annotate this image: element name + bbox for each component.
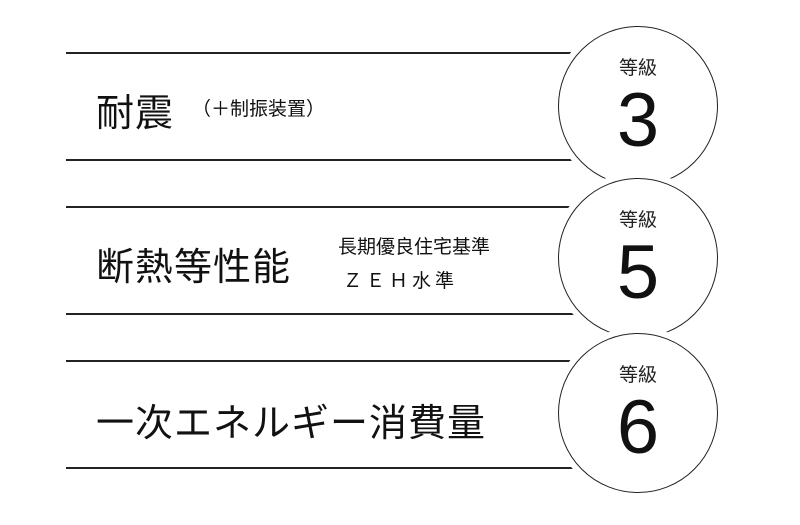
insulation-note-1: 長期優良住宅基準 <box>338 236 491 258</box>
grade-badge-insulation: 等級 5 <box>558 178 718 338</box>
insulation-title: 断熱等性能 <box>96 245 292 289</box>
grade-badge-energy: 等級 6 <box>558 333 718 493</box>
divider-line <box>66 159 606 161</box>
insulation-note-2: ＺＥＨ水準 <box>343 270 459 292</box>
grade-value: 6 <box>616 385 660 470</box>
divider-line <box>66 206 606 208</box>
grade-label: 等級 <box>618 57 657 79</box>
grade-label: 等級 <box>618 209 657 231</box>
seismic-title: 耐震 <box>96 91 175 135</box>
divider-line <box>66 313 606 315</box>
divider-line <box>66 467 606 469</box>
grade-value: 3 <box>616 78 660 163</box>
divider-line <box>66 52 606 54</box>
divider-line <box>66 360 606 362</box>
seismic-note: （＋制振装置） <box>192 98 326 120</box>
grade-value: 5 <box>616 230 660 315</box>
energy-title: 一次エネルギー消費量 <box>96 401 487 445</box>
grade-label: 等級 <box>618 364 657 386</box>
grade-badge-seismic: 等級 3 <box>558 26 718 186</box>
